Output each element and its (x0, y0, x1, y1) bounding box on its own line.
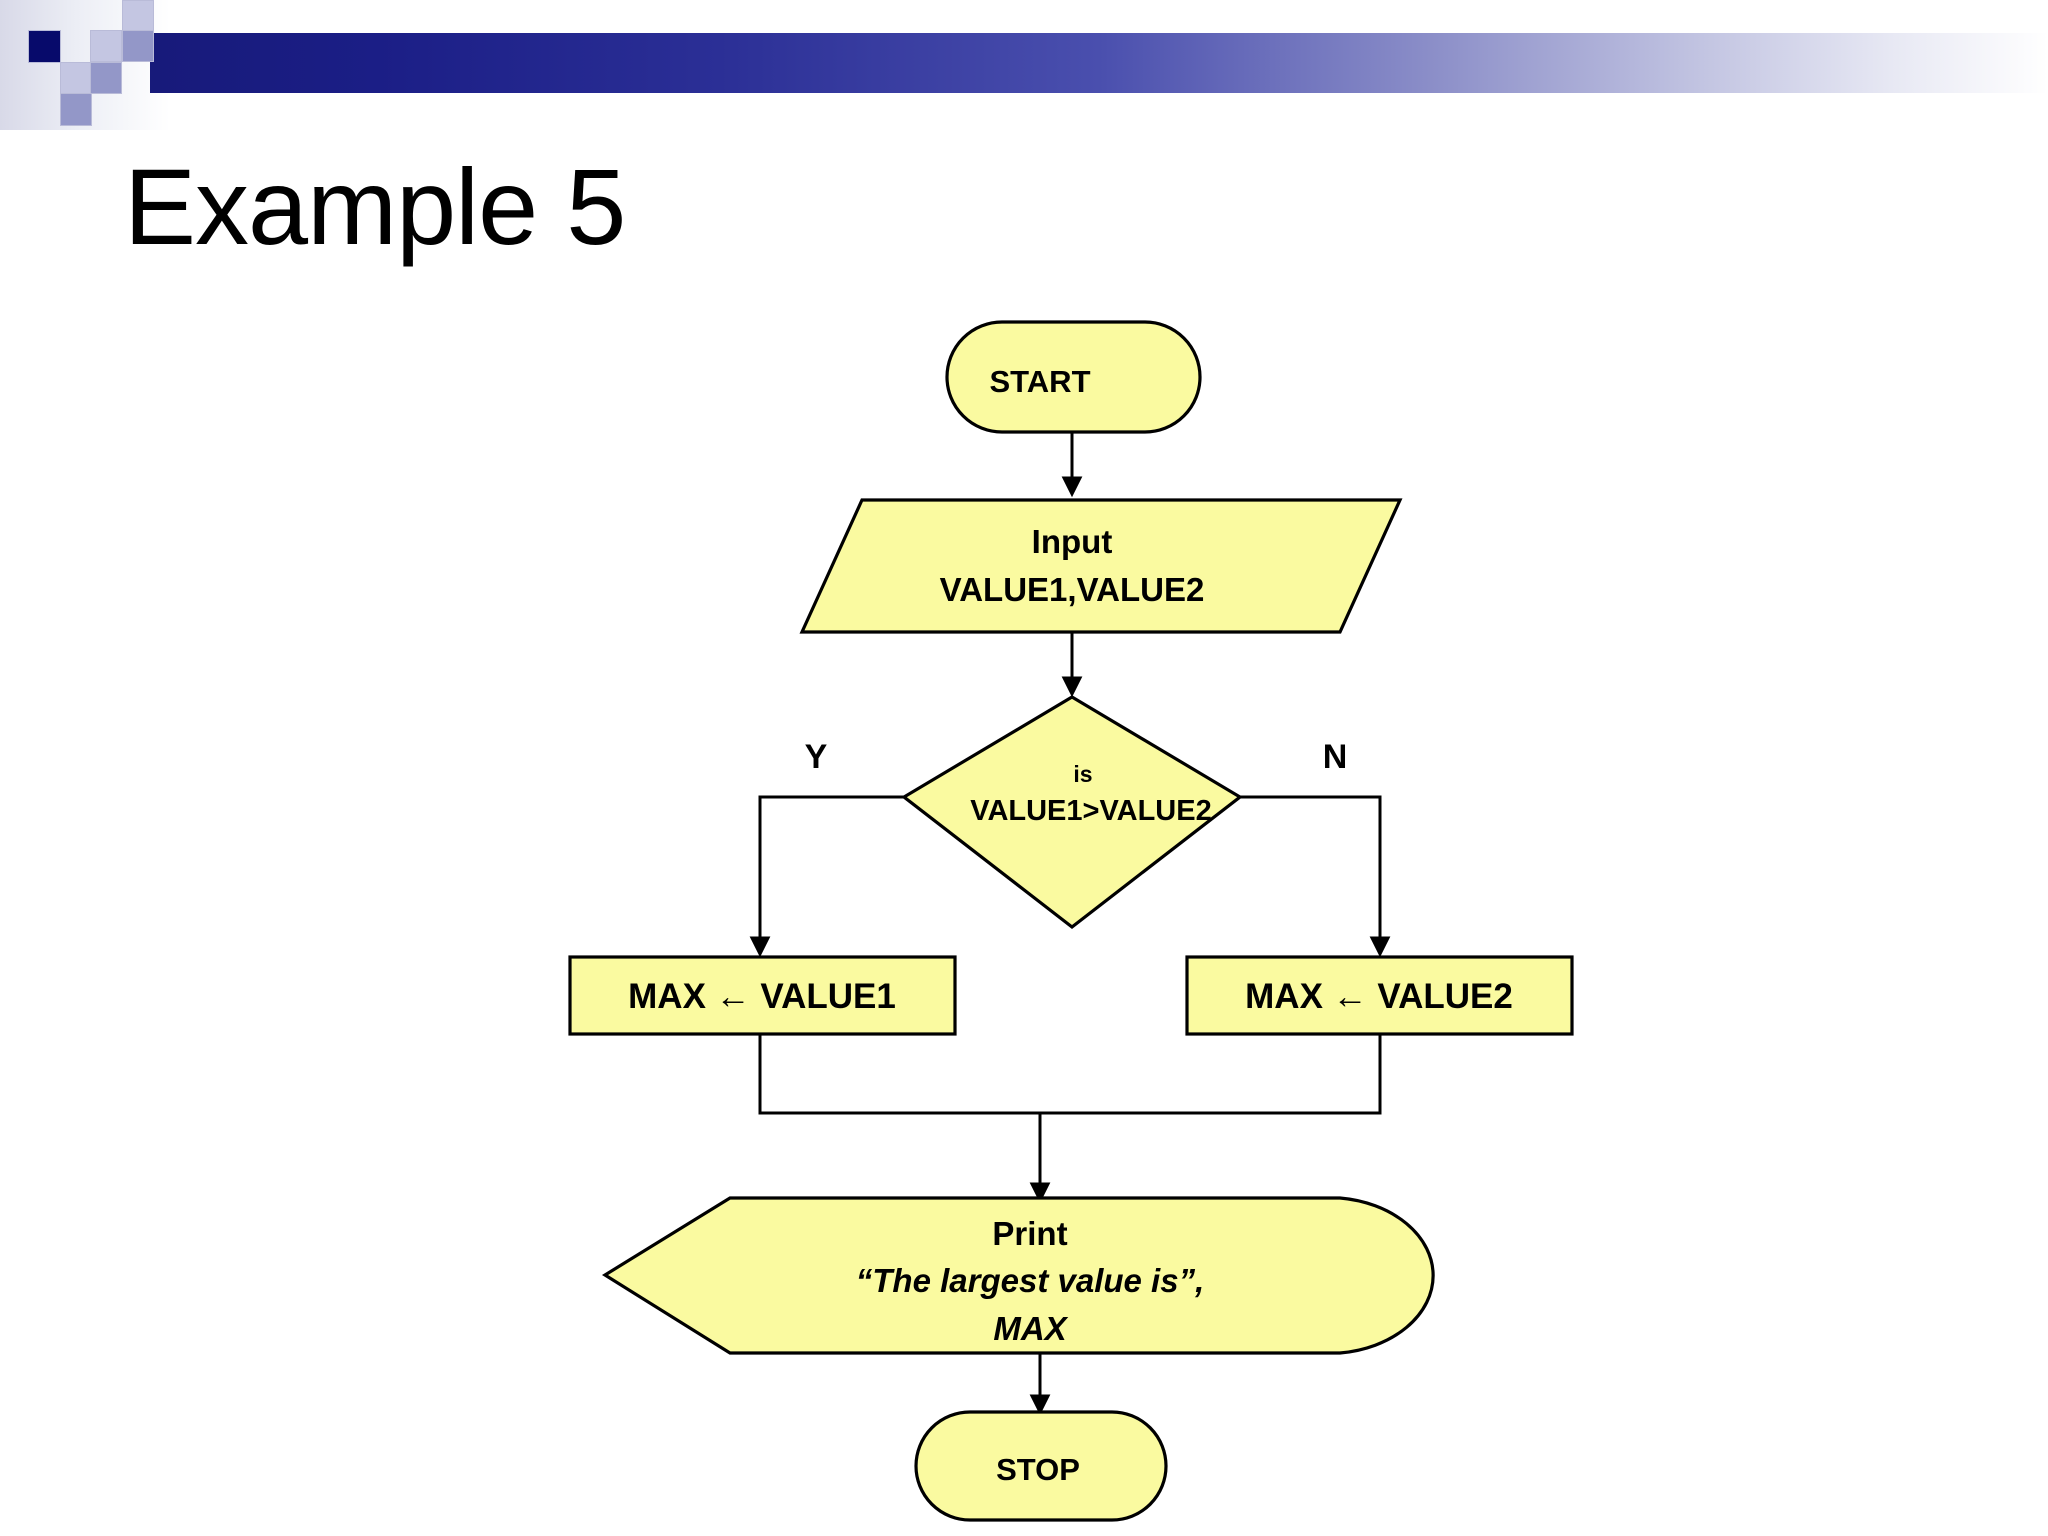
node-input-label-1: Input (1032, 523, 1113, 560)
node-start-label: START (989, 364, 1090, 399)
node-assign1-label: MAX ← VALUE1 (628, 977, 896, 1016)
node-print-label-3: MAX (993, 1310, 1068, 1347)
node-decision-label-2: VALUE1>VALUE2 (970, 795, 1211, 827)
decor-square-7 (60, 93, 92, 126)
node-stop-shape[interactable] (914, 1410, 1168, 1522)
node-print-label-2: “The largest value is”, (856, 1262, 1204, 1299)
branch-label-no: N (1323, 738, 1348, 776)
decor-square-5 (60, 62, 92, 94)
decor-square-2 (28, 30, 61, 63)
edge-assign1-to-merge (758, 1034, 1040, 1115)
edge-decision-yes-to-assign1 (749, 795, 904, 958)
decor-square-4 (122, 30, 154, 62)
node-input-label-2: VALUE1,VALUE2 (940, 571, 1205, 608)
node-assign2-label: MAX ← VALUE2 (1245, 977, 1513, 1016)
decor-square-3 (90, 30, 122, 62)
branch-label-yes: Y (805, 738, 828, 776)
node-assign1-shape[interactable] (568, 955, 957, 1036)
node-print-shape[interactable] (601, 1196, 1435, 1355)
node-decision-label-1: is (1073, 761, 1092, 787)
edge-decision-no-to-assign2 (1240, 795, 1391, 958)
node-start-shape[interactable] (945, 320, 1202, 434)
header-banner-bar (150, 33, 2048, 93)
page-title: Example 5 (124, 146, 626, 267)
decor-square-6 (90, 62, 122, 94)
node-assign2-shape[interactable] (1185, 955, 1574, 1036)
node-input-shape[interactable] (799, 498, 1403, 634)
node-decision-shape[interactable] (901, 695, 1243, 930)
edge-assign2-to-merge (1040, 1034, 1382, 1115)
node-stop-label: STOP (996, 1452, 1080, 1487)
node-print-label-1: Print (992, 1215, 1067, 1252)
